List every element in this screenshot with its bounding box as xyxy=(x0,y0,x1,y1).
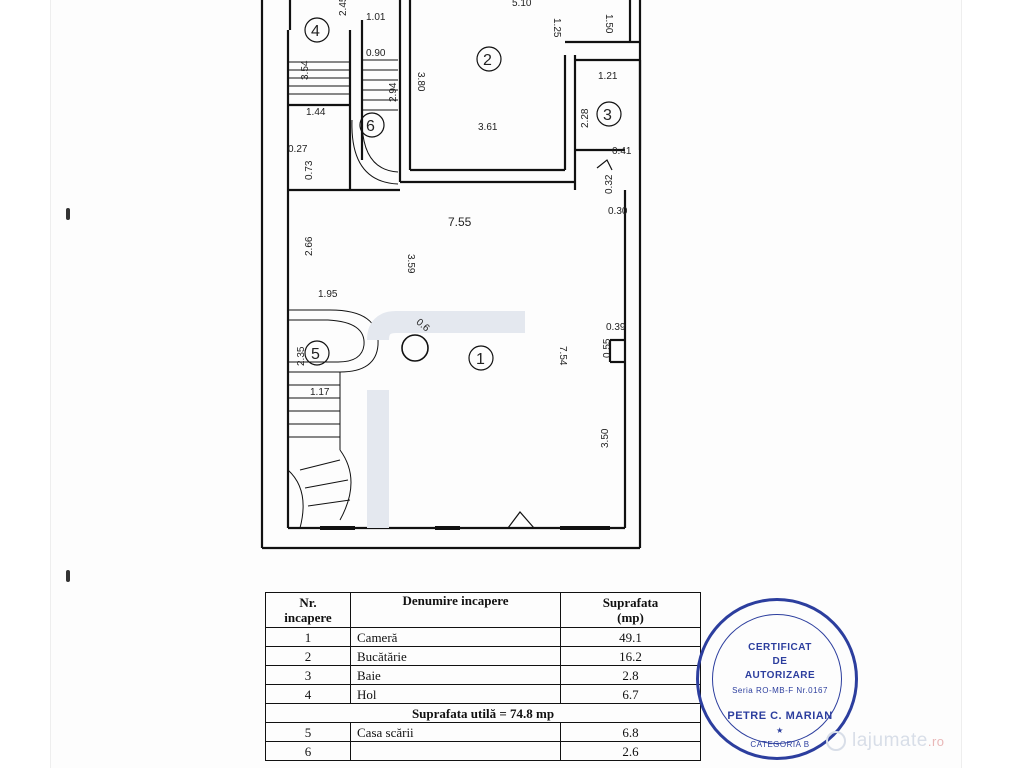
cell-name: Casa scării xyxy=(350,722,561,742)
room-number-6: 6 xyxy=(366,118,375,135)
cell-nr: 3 xyxy=(265,665,351,685)
cell-area: 16.2 xyxy=(560,646,701,666)
stamp-star-icon: ★ xyxy=(776,726,784,735)
cell-area: 2.6 xyxy=(560,741,701,761)
edge-mark xyxy=(66,208,70,220)
dimension-label: 1.21 xyxy=(598,71,618,82)
dimension-label: 5.10 xyxy=(512,0,532,9)
dimension-label: 3.59 xyxy=(405,254,416,274)
usable-area-row: Suprafata utilă = 74.8 mp xyxy=(265,703,701,723)
cell-nr: 1 xyxy=(265,627,351,647)
table-row: 2 Bucătărie 16.2 xyxy=(265,646,701,666)
table-row: 6 2.6 xyxy=(265,741,701,761)
dimension-label: 1.17 xyxy=(310,387,330,398)
rooms-table: Nr.incapere Denumire incapere Suprafata(… xyxy=(265,592,701,761)
dimension-label: 1.95 xyxy=(318,289,338,300)
dimension-label: 1.25 xyxy=(551,18,562,38)
cell-name: Bucătărie xyxy=(350,646,561,666)
table-header-row: Nr.incapere Denumire incapere Suprafata(… xyxy=(265,592,701,628)
watermark-logo-icon xyxy=(826,731,846,751)
dimension-label: 0.55 xyxy=(602,338,613,358)
dimension-label: 1.01 xyxy=(366,12,386,23)
cell-nr: 2 xyxy=(265,646,351,666)
watermark-tld: .ro xyxy=(927,734,945,749)
dimension-label: 2.35 xyxy=(296,346,307,366)
header-nr: Nr.incapere xyxy=(265,592,351,628)
table-row: 1 Cameră 49.1 xyxy=(265,627,701,647)
room-number-3: 3 xyxy=(603,107,612,124)
table-row: 4 Hol 6.7 xyxy=(265,684,701,704)
cell-area: 2.8 xyxy=(560,665,701,685)
watermark-brand: lajumate xyxy=(852,730,928,751)
stamp-line: DE xyxy=(772,656,788,667)
stamp-inner-ring xyxy=(712,614,842,744)
dimension-label: 0.73 xyxy=(304,160,315,180)
dimension-label: 3.54 xyxy=(300,60,311,80)
dimension-label: 7.55 xyxy=(448,215,472,229)
room-number-4: 4 xyxy=(311,23,320,40)
watermark: lajumate.ro xyxy=(852,730,945,752)
stamp-line: CATEGORIA B xyxy=(750,740,810,749)
authorization-stamp: CERTIFICAT DE AUTORIZARE Seria RO-MB-F N… xyxy=(690,592,870,772)
dimension-label: 2.66 xyxy=(304,236,315,256)
cell-name: Hol xyxy=(350,684,561,704)
stamp-line: Seria RO-MB-F Nr.0167 xyxy=(732,686,828,695)
cell-name: Cameră xyxy=(350,627,561,647)
cell-area: 49.1 xyxy=(560,627,701,647)
cell-area: 6.7 xyxy=(560,684,701,704)
dimension-label: 0.30 xyxy=(608,206,628,217)
stamp-outer-ring xyxy=(696,598,858,760)
cell-nr: 4 xyxy=(265,684,351,704)
dimension-label: 2.45 xyxy=(338,0,349,16)
cell-name xyxy=(350,741,561,761)
dimension-label: 0.90 xyxy=(366,48,386,59)
dimension-label: 0.39 xyxy=(606,322,626,333)
room-number-2: 2 xyxy=(483,52,492,69)
dimension-label: 2.94 xyxy=(388,82,399,102)
dimension-label: 3.61 xyxy=(478,122,498,133)
dimension-label: 2.28 xyxy=(580,108,591,128)
cell-name: Baie xyxy=(350,665,561,685)
dimension-label: 1.50 xyxy=(603,14,614,34)
stamp-line: PETRE C. MARIAN xyxy=(727,710,833,722)
dimension-label: 0.27 xyxy=(288,144,308,155)
usable-area-label: Suprafata utilă = 74.8 mp xyxy=(265,703,701,723)
table-row: 3 Baie 2.8 xyxy=(265,665,701,685)
stamp-line: AUTORIZARE xyxy=(744,670,816,681)
dimension-label: 3.80 xyxy=(415,72,426,92)
header-name: Denumire incapere xyxy=(350,592,561,628)
room-number-1: 1 xyxy=(476,351,485,368)
column-circle xyxy=(401,334,429,362)
header-area: Suprafata(mp) xyxy=(560,592,701,628)
cell-nr: 5 xyxy=(265,722,351,742)
dimension-label: 0.41 xyxy=(612,146,632,157)
cell-area: 6.8 xyxy=(560,722,701,742)
stamp-line: CERTIFICAT xyxy=(748,642,812,653)
table-row: 5 Casa scării 6.8 xyxy=(265,722,701,742)
dimension-label: 3.50 xyxy=(600,428,611,448)
dimension-label: 7.54 xyxy=(557,346,568,366)
floor-plan: 4 2 3 6 5 1 2.45 1.01 5.10 1.25 1.50 0.9… xyxy=(260,0,642,550)
cell-nr: 6 xyxy=(265,741,351,761)
dimension-label: 0.32 xyxy=(604,174,615,194)
dimension-label: 1.44 xyxy=(306,107,326,118)
edge-mark xyxy=(66,570,70,582)
room-number-5: 5 xyxy=(311,346,320,363)
